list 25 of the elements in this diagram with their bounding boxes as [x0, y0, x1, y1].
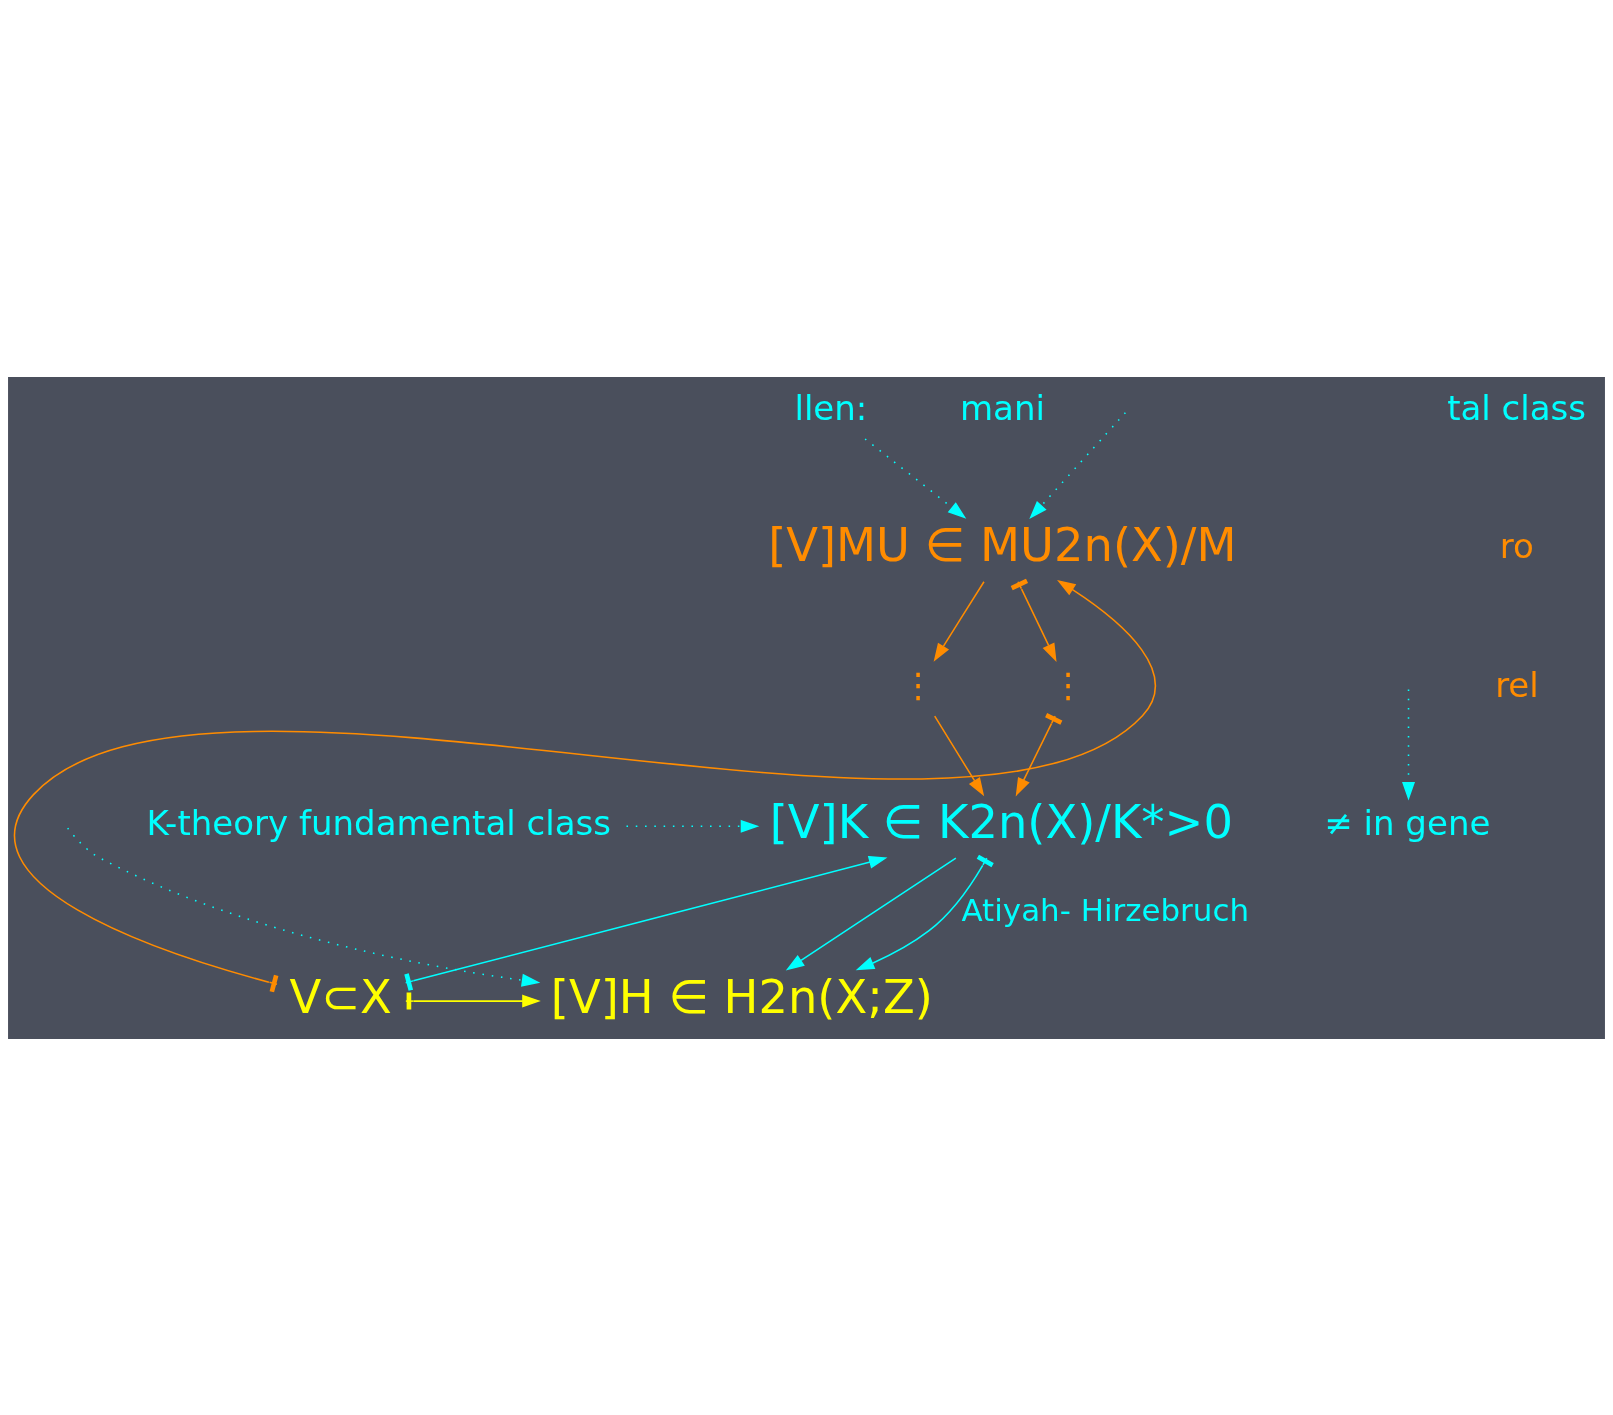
node-text: V⊂X — [289, 969, 392, 1024]
arrow — [1015, 712, 1063, 796]
edge-label: Atiyah- Hirzebruch — [961, 891, 1250, 928]
label: ro — [1499, 525, 1534, 566]
node-text: [V]K ∈ K2n(X)/K*>0 — [769, 794, 1233, 849]
node-text: [V]H ∈ H2n(X;Z) — [550, 969, 933, 1024]
arrow — [1010, 578, 1057, 662]
arrow — [855, 854, 994, 970]
arrow — [625, 819, 760, 833]
node-text: [V]MU ∈ MU2n(X)/M — [768, 517, 1237, 572]
node-text: ⋮ — [901, 664, 936, 705]
node-text: ≠ in gene — [1324, 802, 1491, 843]
arrow — [933, 580, 985, 662]
arrow — [1029, 411, 1127, 519]
arrow — [933, 714, 985, 796]
label: rel — [1495, 664, 1539, 705]
label: tal class — [1447, 387, 1587, 428]
label: mani — [959, 387, 1045, 428]
node-text: llen: — [794, 387, 868, 428]
node-text: ⋮ — [1051, 664, 1086, 705]
node-text: K-theory fundamental class — [146, 802, 611, 843]
arrow — [864, 437, 967, 519]
arrow — [785, 856, 957, 971]
arrow — [13, 579, 1157, 992]
arrow — [1402, 688, 1416, 800]
